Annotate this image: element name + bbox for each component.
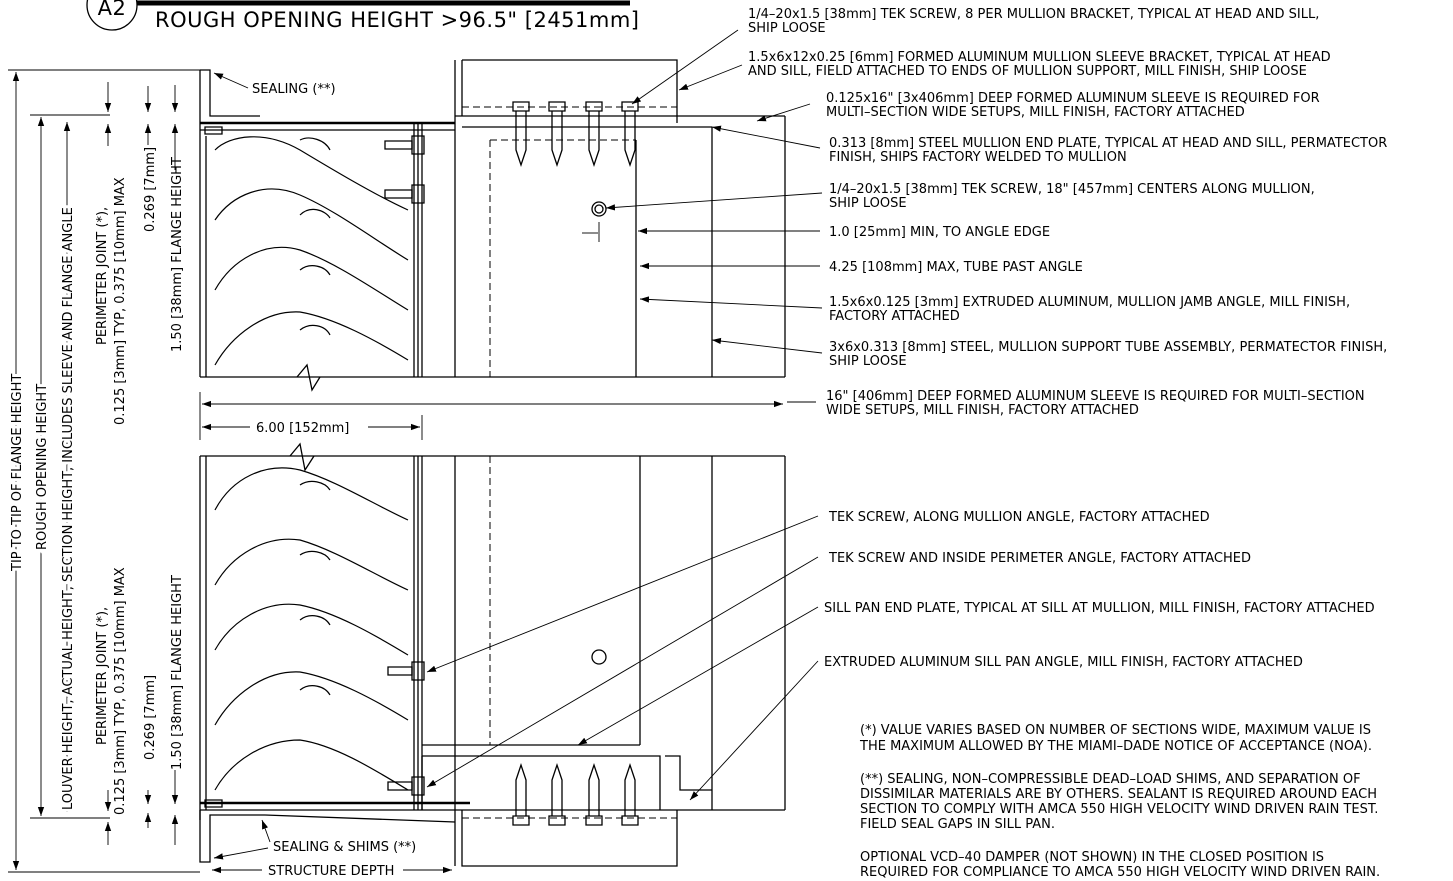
- callouts-lower: TEK SCREW, ALONG MULLION ANGLE, FACTORY …: [824, 510, 1375, 670]
- perimeter-joint-bottom-line2: 0.125 [3mm] TYP, 0.375 [10mm] MAX: [113, 567, 128, 815]
- note-1: (*) VALUE VARIES BASED ON NUMBER OF SECT…: [859, 723, 1372, 754]
- perimeter-joint-top-line2: 0.125 [3mm] TYP, 0.375 [10mm] MAX: [113, 177, 128, 425]
- callout-6: 1.0 [25mm] MIN, TO ANGLE EDGE: [829, 225, 1050, 240]
- note-2: (**) SEALING, NON–COMPRESSIBLE DEAD–LOAD…: [860, 772, 1378, 832]
- tek-screw-mullion: [591, 201, 607, 217]
- head-flange-angle: [199, 69, 260, 123]
- callout-14: EXTRUDED ALUMINUM SILL PAN ANGLE, MILL F…: [824, 655, 1303, 670]
- perimeter-joint-bottom-line1: PERIMETER JOINT (*),: [95, 607, 110, 745]
- callout-13: SILL PAN END PLATE, TYPICAL AT SILL AT M…: [824, 601, 1375, 616]
- sill-tek-screws: [512, 762, 639, 826]
- sealing-top-label: SEALING (**): [252, 82, 336, 97]
- flange-gap-top-label: 0.269 [7mm]: [143, 147, 158, 232]
- detail-title: ROUGH OPENING HEIGHT >96.5" [2451mm]: [155, 8, 640, 32]
- section-drawing: 6.00 [152mm]: [199, 59, 786, 879]
- leader-lines: [426, 29, 823, 801]
- rough-opening-label: ROUGH OPENING HEIGHT: [35, 384, 50, 550]
- jamb-screws-sill: [387, 661, 425, 796]
- callout-5: 1/4–20x1.5 [38mm] TEK SCREW, 18" [457mm]…: [829, 182, 1315, 211]
- vertical-dimensions: TIP TO TIP OF FLANGE HEIGHT ROUGH OPENIN…: [7, 69, 200, 873]
- tip-to-tip-label: TIP TO TIP OF FLANGE HEIGHT: [10, 374, 25, 572]
- callouts-upper: 1/4–20x1.5 [38mm] TEK SCREW, 8 PER MULLI…: [748, 7, 1387, 418]
- callout-1: 1/4–20x1.5 [38mm] TEK SCREW, 8 PER MULLI…: [748, 7, 1319, 36]
- jamb-screws-head: [384, 135, 425, 204]
- head-tek-screws: [512, 101, 639, 168]
- callout-4: 0.313 [8mm] STEEL MULLION END PLATE, TYP…: [829, 136, 1387, 165]
- structure-depth-label: STRUCTURE DEPTH: [268, 864, 394, 879]
- upper-louver-blades: [214, 136, 409, 366]
- detail-title-block: A2 ROUGH OPENING HEIGHT >96.5" [2451mm]: [86, 0, 640, 32]
- louver-height-label: LOUVER HEIGHT, ACTUAL HEIGHT, SECTION HE…: [61, 207, 76, 810]
- callout-11: TEK SCREW, ALONG MULLION ANGLE, FACTORY …: [828, 510, 1210, 525]
- louver-depth-label: 6.00 [152mm]: [256, 421, 349, 436]
- flange-gap-bottom-label: 0.269 [7mm]: [143, 675, 158, 760]
- callout-2: 1.5x6x12x0.25 [6mm] FORMED ALUMINUM MULL…: [748, 50, 1331, 79]
- callout-9: 3x6x0.313 [8mm] STEEL, MULLION SUPPORT T…: [829, 340, 1387, 369]
- tek-screw-lower: [591, 649, 607, 665]
- callout-3: 0.125x16" [3x406mm] DEEP FORMED ALUMINUM…: [826, 91, 1320, 120]
- note-3: OPTIONAL VCD–40 DAMPER (NOT SHOWN) IN TH…: [860, 850, 1380, 880]
- notes: (*) VALUE VARIES BASED ON NUMBER OF SECT…: [859, 723, 1380, 880]
- callout-7: 4.25 [108mm] MAX, TUBE PAST ANGLE: [829, 260, 1083, 275]
- callout-8: 1.5x6x0.125 [3mm] EXTRUDED ALUMINUM, MUL…: [829, 295, 1350, 324]
- flange-height-bottom-label: 1.50 [38mm] FLANGE HEIGHT: [170, 575, 185, 770]
- flange-height-top-label: 1.50 [38mm] FLANGE HEIGHT: [170, 157, 185, 352]
- sill-flange-angle: [199, 810, 265, 863]
- callout-10: 16" [406mm] DEEP FORMED ALUMINUM SLEEVE …: [826, 389, 1365, 418]
- lower-louver-blades: [214, 467, 409, 791]
- mullion-bracket-head: [462, 59, 678, 123]
- sill-pan-angle: [421, 755, 661, 810]
- perimeter-joint-top-line1: PERIMETER JOINT (*),: [95, 207, 110, 345]
- detail-tag: A2: [98, 0, 127, 20]
- mullion-bracket-sill: [461, 810, 678, 867]
- sealing-shims-label: SEALING & SHIMS (**): [273, 840, 416, 855]
- callout-12: TEK SCREW AND INSIDE PERIMETER ANGLE, FA…: [828, 551, 1251, 566]
